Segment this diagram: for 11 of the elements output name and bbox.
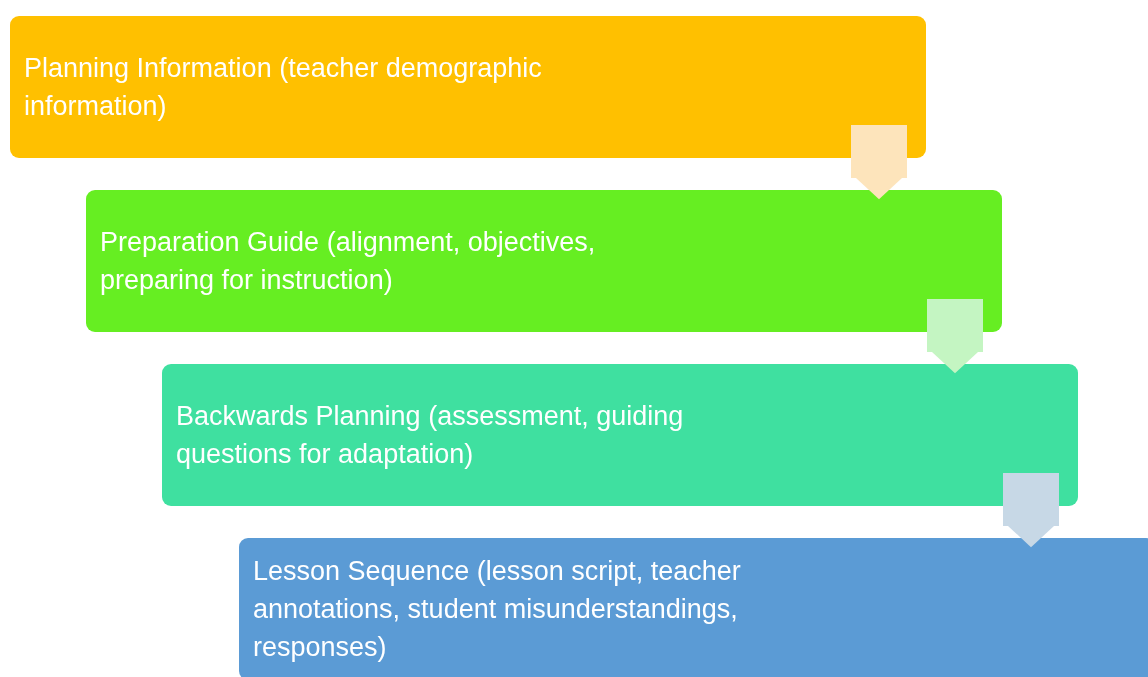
block-arrow bbox=[851, 125, 907, 200]
box-text: Backwards Planning (assessment, guiding questions for adaptation) bbox=[176, 400, 685, 471]
process-box bbox=[10, 16, 926, 158]
process-box bbox=[86, 190, 1002, 332]
box-text: Preparation Guide (alignment, objectives, preparing for instruction) bbox=[100, 226, 597, 297]
process-box bbox=[162, 364, 1078, 506]
block-arrow bbox=[1003, 473, 1059, 548]
box-text: Planning Information (teacher demographic information) bbox=[24, 52, 543, 123]
block-arrow bbox=[927, 299, 983, 374]
box-text: Lesson Sequence (lesson script, teacher annotations, student misunderstandings, responses) bbox=[253, 555, 742, 664]
process-box bbox=[239, 538, 1148, 677]
